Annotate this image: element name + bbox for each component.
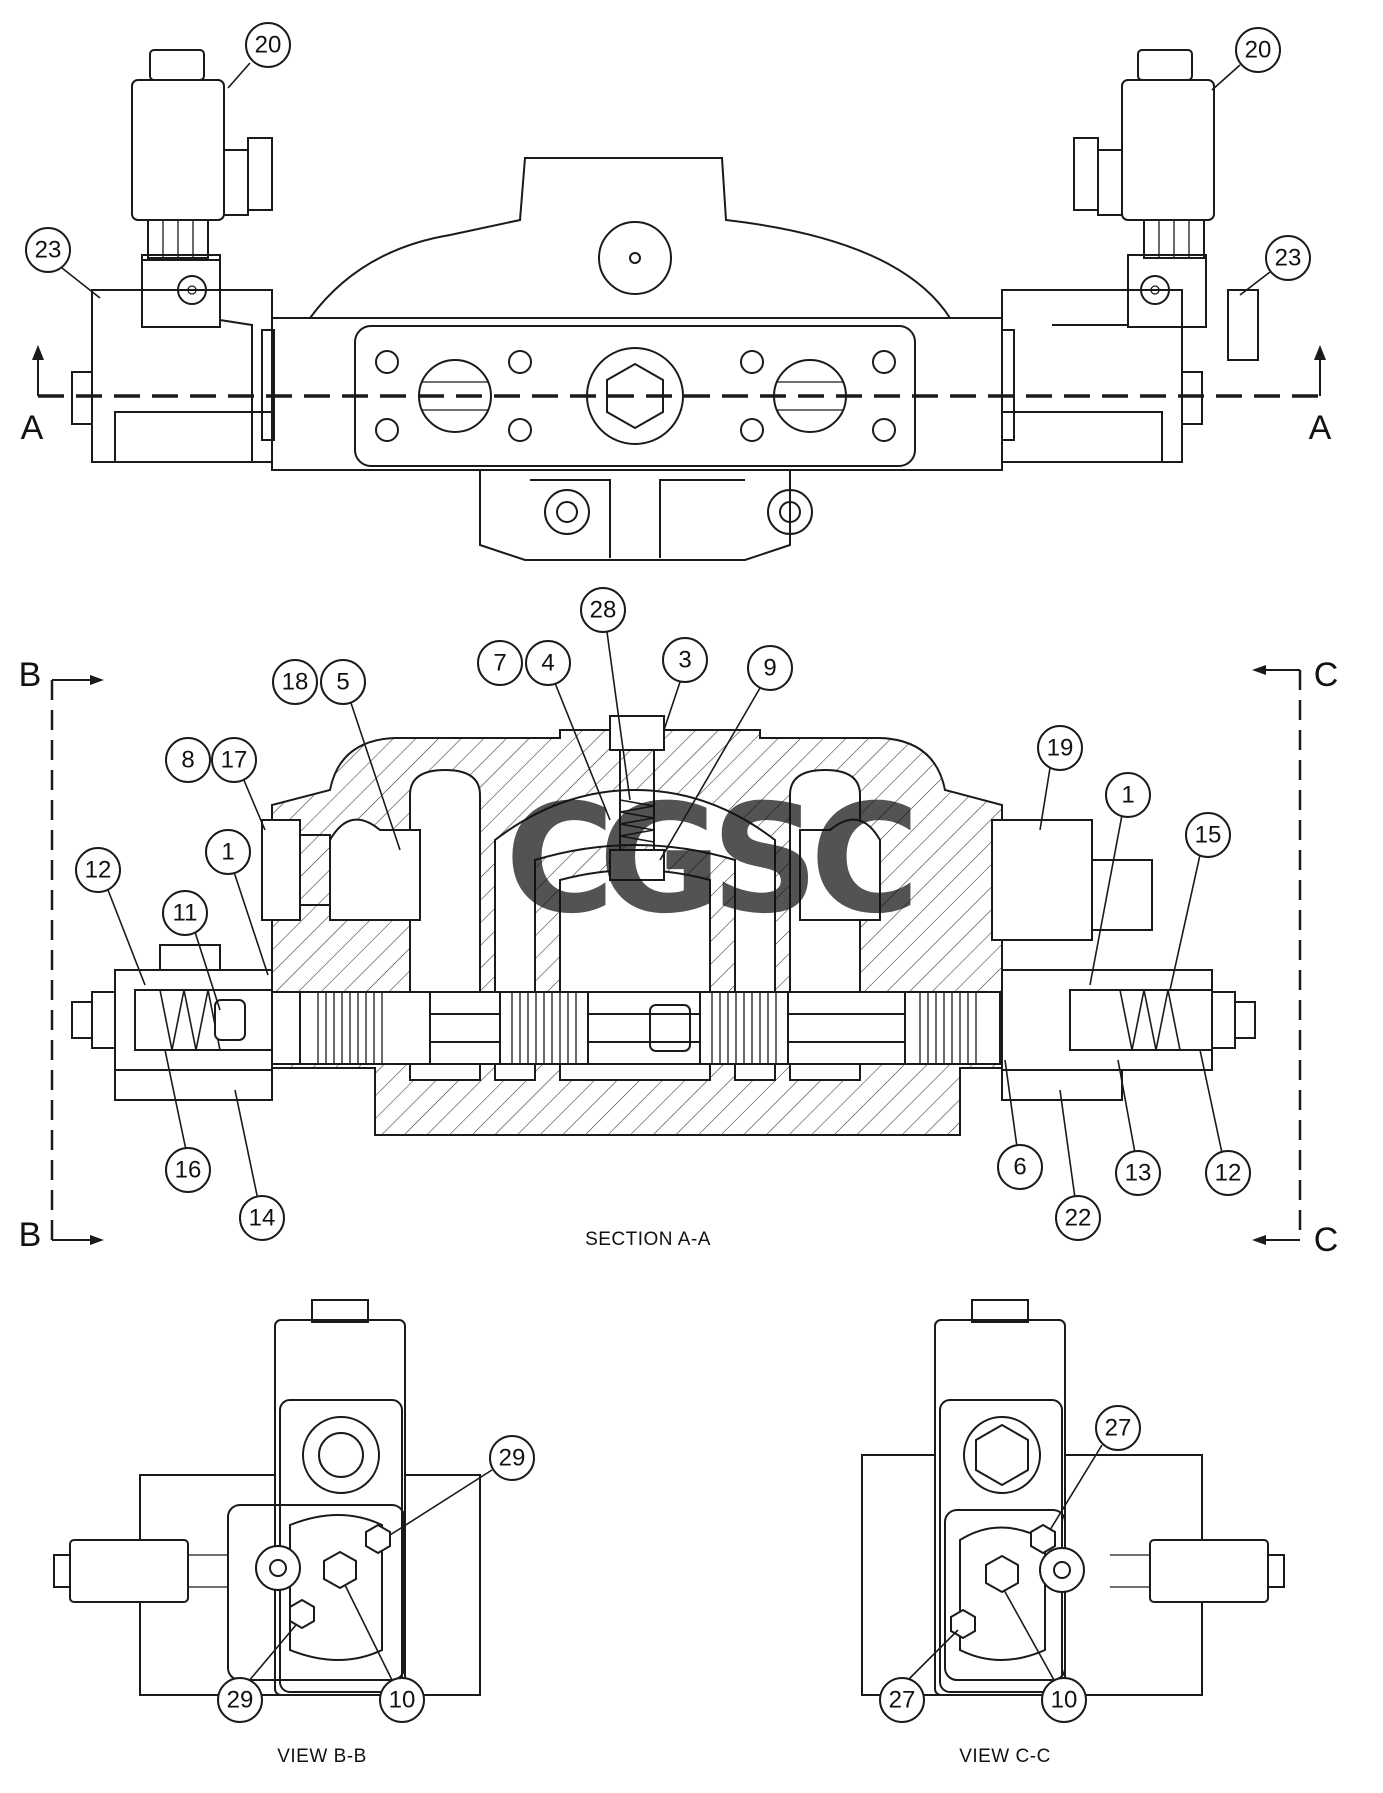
callout-label: 23 <box>35 237 62 264</box>
callout-balloon: 14 <box>239 1195 285 1241</box>
callout-label: 12 <box>1215 1160 1242 1187</box>
callout-balloon: 23 <box>1265 235 1311 281</box>
callout-balloon: 1 <box>1105 772 1151 818</box>
callout-balloon: 18 <box>272 659 318 705</box>
callout-label: 17 <box>221 747 248 774</box>
callout-balloon: 27 <box>1095 1405 1141 1451</box>
watermark-letter: S <box>711 773 819 947</box>
callout-label: 12 <box>85 857 112 884</box>
callout-label: 9 <box>763 655 776 682</box>
callout-label: 13 <box>1125 1160 1152 1187</box>
callout-label: 27 <box>1105 1415 1132 1442</box>
callout-label: 10 <box>1051 1687 1078 1714</box>
caption-section-a-a: SECTION A-A <box>585 1229 711 1250</box>
callout-balloon: 11 <box>162 890 208 936</box>
callout-balloon: 8 <box>165 737 211 783</box>
callout-balloon: 6 <box>997 1144 1043 1190</box>
callout-label: 20 <box>1245 37 1272 64</box>
callout-balloon: 15 <box>1185 812 1231 858</box>
callout-balloon: 9 <box>747 645 793 691</box>
section-letter-c-top: C <box>1314 656 1339 694</box>
callout-label: 1 <box>1121 782 1134 809</box>
callout-balloon: 5 <box>320 659 366 705</box>
callout-balloon: 10 <box>1041 1677 1087 1723</box>
callout-label: 20 <box>255 32 282 59</box>
section-letter-a-right: A <box>1309 409 1332 447</box>
callout-balloon: 27 <box>879 1677 925 1723</box>
callout-label: 23 <box>1275 245 1302 272</box>
callout-label: 14 <box>249 1205 276 1232</box>
callout-label: 11 <box>173 900 198 927</box>
top-view: A A <box>21 49 1332 561</box>
callout-label: 27 <box>889 1687 916 1714</box>
callout-label: 16 <box>175 1157 202 1184</box>
callout-label: 7 <box>493 650 506 677</box>
callout-balloon: 12 <box>1205 1150 1251 1196</box>
callout-label: 10 <box>389 1687 416 1714</box>
callout-balloon: 1 <box>205 829 251 875</box>
callout-balloon: 23 <box>25 227 71 273</box>
callout-balloon: 12 <box>75 847 121 893</box>
callout-balloon: 19 <box>1037 725 1083 771</box>
view-c-c: VIEW C-C <box>861 1299 1285 1767</box>
section-letter-c-bottom: C <box>1314 1221 1339 1259</box>
callout-label: 19 <box>1047 735 1074 762</box>
section-letter-a-left: A <box>21 409 44 447</box>
callout-balloon: 22 <box>1055 1195 1101 1241</box>
callout-balloon: 20 <box>1235 27 1281 73</box>
watermark: C G S C <box>505 773 920 947</box>
spool <box>299 991 1001 1065</box>
callout-balloon: 17 <box>211 737 257 783</box>
callout-label: 6 <box>1013 1154 1026 1181</box>
callout-label: 15 <box>1195 822 1222 849</box>
callout-label: 3 <box>678 647 691 674</box>
caption-view-b-b: VIEW B-B <box>277 1746 367 1767</box>
callout-balloon: 28 <box>580 587 626 633</box>
callout-label: 18 <box>282 669 309 696</box>
callout-balloon: 16 <box>165 1147 211 1193</box>
callout-balloon: 13 <box>1115 1150 1161 1196</box>
caption-view-c-c: VIEW C-C <box>959 1746 1051 1767</box>
callout-balloon: 4 <box>525 640 571 686</box>
callout-label: 1 <box>221 839 234 866</box>
callout-label: 5 <box>336 669 349 696</box>
section-letter-b-bottom: B <box>19 1216 42 1254</box>
callout-balloon: 29 <box>489 1435 535 1481</box>
callout-label: 28 <box>590 597 617 624</box>
callout-balloon: 20 <box>245 22 291 68</box>
view-b-b: VIEW B-B <box>53 1299 481 1767</box>
callout-label: 4 <box>541 650 554 677</box>
callout-label: 29 <box>499 1445 526 1472</box>
watermark-letter: C <box>810 773 920 947</box>
callout-balloon: 10 <box>379 1677 425 1723</box>
callout-balloon: 7 <box>477 640 523 686</box>
section-letter-b-top: B <box>19 656 42 694</box>
callout-label: 8 <box>181 747 194 774</box>
callout-balloon: 3 <box>662 637 708 683</box>
section-a-a: B B C C SECTION A-A <box>19 656 1339 1259</box>
callout-balloons: 20 20 23 23 28 7 4 3 9 18 5 8 17 <box>25 22 1311 1723</box>
callout-balloon: 29 <box>217 1677 263 1723</box>
callout-label: 22 <box>1065 1205 1092 1232</box>
watermark-letter: C <box>505 773 615 947</box>
callout-label: 29 <box>227 1687 254 1714</box>
